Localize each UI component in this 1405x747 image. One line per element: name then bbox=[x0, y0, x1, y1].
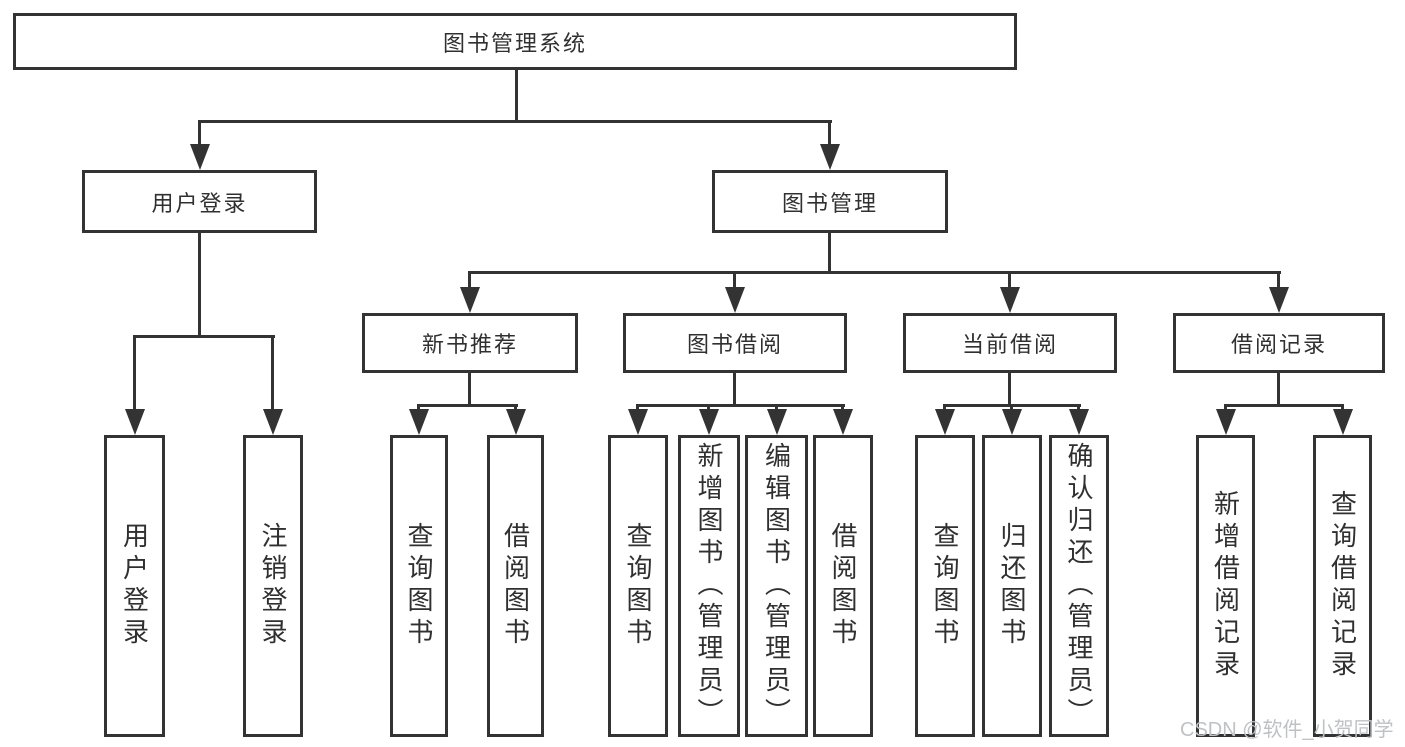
leaf-query-books-current: 查询图书 bbox=[915, 435, 975, 737]
node-label: 图书管理系统 bbox=[442, 30, 587, 56]
connector-line bbox=[133, 335, 136, 413]
node-label: 借阅图书 bbox=[828, 522, 858, 650]
connector-line bbox=[198, 120, 832, 123]
connector-line bbox=[417, 404, 518, 407]
leaf-query-borrow-record: 查询借阅记录 bbox=[1313, 435, 1372, 737]
connector-line bbox=[1277, 271, 1280, 291]
connector-line bbox=[133, 335, 275, 338]
arrowhead-down-icon bbox=[628, 409, 648, 435]
node-label: 借阅图书 bbox=[500, 522, 531, 650]
arrowhead-down-icon bbox=[506, 409, 526, 435]
connector-line bbox=[1008, 373, 1011, 407]
leaf-confirm-return-admin: 确认归还（管理员） bbox=[1049, 435, 1109, 737]
watermark-text: CSDN @软件_小贺同学 bbox=[1180, 719, 1394, 741]
connector-line bbox=[733, 373, 736, 407]
leaf-logout: 注销登录 bbox=[243, 435, 303, 737]
arrowhead-down-icon bbox=[725, 287, 745, 313]
connector-line bbox=[1008, 271, 1011, 291]
leaf-return-books: 归还图书 bbox=[982, 435, 1042, 737]
node-label: 新增借阅记录 bbox=[1210, 490, 1241, 682]
leaf-add-borrow-record: 新增借阅记录 bbox=[1196, 435, 1255, 737]
node-label: 图书借阅 bbox=[686, 332, 783, 357]
arrowhead-down-icon bbox=[190, 144, 210, 170]
node-label: 确认归还（管理员） bbox=[1064, 442, 1094, 730]
node-label: 归还图书 bbox=[997, 522, 1027, 650]
node-library-management-system: 图书管理系统 bbox=[13, 13, 1017, 70]
connector-line bbox=[468, 271, 471, 291]
arrowhead-down-icon bbox=[460, 287, 480, 313]
node-book-borrowing: 图书借阅 bbox=[623, 313, 847, 373]
node-user-login: 用户登录 bbox=[82, 170, 317, 233]
node-label: 编辑图书（管理员） bbox=[761, 442, 792, 730]
leaf-borrow-books-recommend: 借阅图书 bbox=[487, 435, 544, 737]
connector-line bbox=[468, 373, 471, 407]
node-label: 查询借阅记录 bbox=[1327, 490, 1358, 682]
node-book-management: 图书管理 bbox=[712, 170, 948, 233]
leaf-query-books-recommend: 查询图书 bbox=[390, 435, 448, 737]
arrowhead-down-icon bbox=[935, 409, 955, 435]
connector-line bbox=[636, 404, 845, 407]
arrowhead-down-icon bbox=[1269, 287, 1289, 313]
arrowhead-down-icon bbox=[1333, 409, 1353, 435]
node-label: 新增图书（管理员） bbox=[694, 442, 724, 730]
connector-line bbox=[515, 70, 518, 120]
node-label: 用户登录 bbox=[119, 522, 150, 650]
connector-line bbox=[198, 233, 201, 337]
connector-line bbox=[198, 120, 201, 148]
leaf-edit-book-admin: 编辑图书（管理员） bbox=[745, 435, 808, 737]
arrowhead-down-icon bbox=[1000, 287, 1020, 313]
connector-line bbox=[271, 335, 274, 413]
node-label: 查询图书 bbox=[623, 522, 653, 650]
node-new-book-recommend: 新书推荐 bbox=[362, 313, 578, 373]
node-label: 用户登录 bbox=[151, 190, 248, 216]
leaf-add-book-admin: 新增图书（管理员） bbox=[678, 435, 740, 737]
leaf-user-login: 用户登录 bbox=[104, 435, 165, 737]
connector-line bbox=[828, 233, 831, 273]
arrowhead-down-icon bbox=[767, 409, 787, 435]
arrowhead-down-icon bbox=[820, 144, 840, 170]
node-label: 新书推荐 bbox=[421, 332, 518, 357]
arrowhead-down-icon bbox=[1069, 409, 1089, 435]
arrowhead-down-icon bbox=[833, 409, 853, 435]
arrowhead-down-icon bbox=[699, 409, 719, 435]
connector-line bbox=[1277, 373, 1280, 407]
node-label: 注销登录 bbox=[258, 522, 288, 650]
node-label: 借阅记录 bbox=[1230, 332, 1327, 357]
arrowhead-down-icon bbox=[263, 409, 283, 435]
connector-line bbox=[733, 271, 736, 291]
connector-line bbox=[1224, 404, 1344, 407]
connector-line bbox=[828, 120, 831, 148]
leaf-query-books-borrowing: 查询图书 bbox=[608, 435, 668, 737]
node-borrowing-records: 借阅记录 bbox=[1173, 313, 1385, 373]
connector-line bbox=[468, 271, 1281, 274]
node-label: 查询图书 bbox=[930, 522, 960, 650]
node-label: 查询图书 bbox=[404, 522, 434, 650]
node-current-borrowing: 当前借阅 bbox=[903, 313, 1117, 373]
node-label: 图书管理 bbox=[781, 190, 878, 216]
arrowhead-down-icon bbox=[1002, 409, 1022, 435]
leaf-borrow-books: 借阅图书 bbox=[813, 435, 873, 737]
node-label: 当前借阅 bbox=[961, 332, 1058, 357]
arrowhead-down-icon bbox=[409, 409, 429, 435]
arrowhead-down-icon bbox=[125, 409, 145, 435]
arrowhead-down-icon bbox=[1216, 409, 1236, 435]
